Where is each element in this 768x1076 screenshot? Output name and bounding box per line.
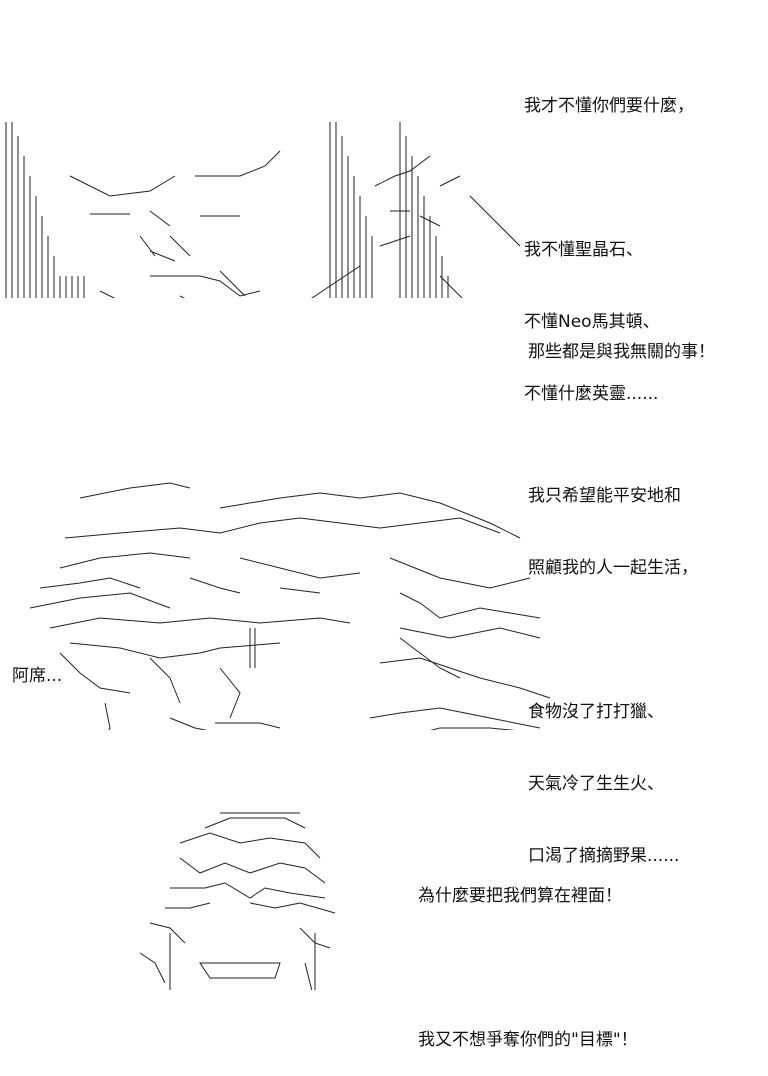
panel2-caption-line-7: 天氣冷了生生火、 [528,774,664,794]
panel2-caption-line-1: 那些都是與我無關的事！ [528,342,715,362]
panel2-caption-line-4: 照顧我的人一起生活， [528,558,698,578]
panel3-caption-line-3: 我又不想爭奪你們的"目標"！ [418,1030,638,1050]
panel2-caption-line-3: 我只希望能平安地和 [528,486,681,506]
panel2-caption: 那些都是與我無關的事！ 我只希望能平安地和 照顧我的人一起生活， 食物沒了打打獵… [528,292,715,892]
ascii-art-face-bottom [110,765,370,990]
panel3-caption-line-2 [418,956,638,980]
panel2-caption-line-6: 食物沒了打打獵、 [528,702,664,722]
panel1-caption-line-3: 我不懂聖晶石、 [524,240,643,260]
panel3-caption-line-1: 為什麼要把我們算在裡面！ [418,886,622,906]
panel1-caption-line-5: 不懂什麼英靈...... [524,384,659,404]
ascii-art-reclining-figure [20,440,560,730]
panel3-caption: 為什麼要把我們算在裡面！ 我又不想爭奪你們的"目標"！ [418,836,638,1076]
panel2-caption-line-8: 口渴了摘摘野果...... [528,846,680,866]
panel1-caption-line-4: 不懂Neo馬其頓、 [524,312,660,332]
panel2-side-text: 阿席... [12,666,63,686]
panel1-caption-line-1: 我才不懂你們要什麼， [524,96,694,116]
panel1-caption-line-2 [524,166,694,190]
panel2-caption-line-2 [528,412,715,436]
panel1-caption: 我才不懂你們要什麼， 我不懂聖晶石、 不懂Neo馬其頓、 不懂什麼英靈.....… [524,46,694,430]
ascii-art-figures-top [0,78,520,298]
